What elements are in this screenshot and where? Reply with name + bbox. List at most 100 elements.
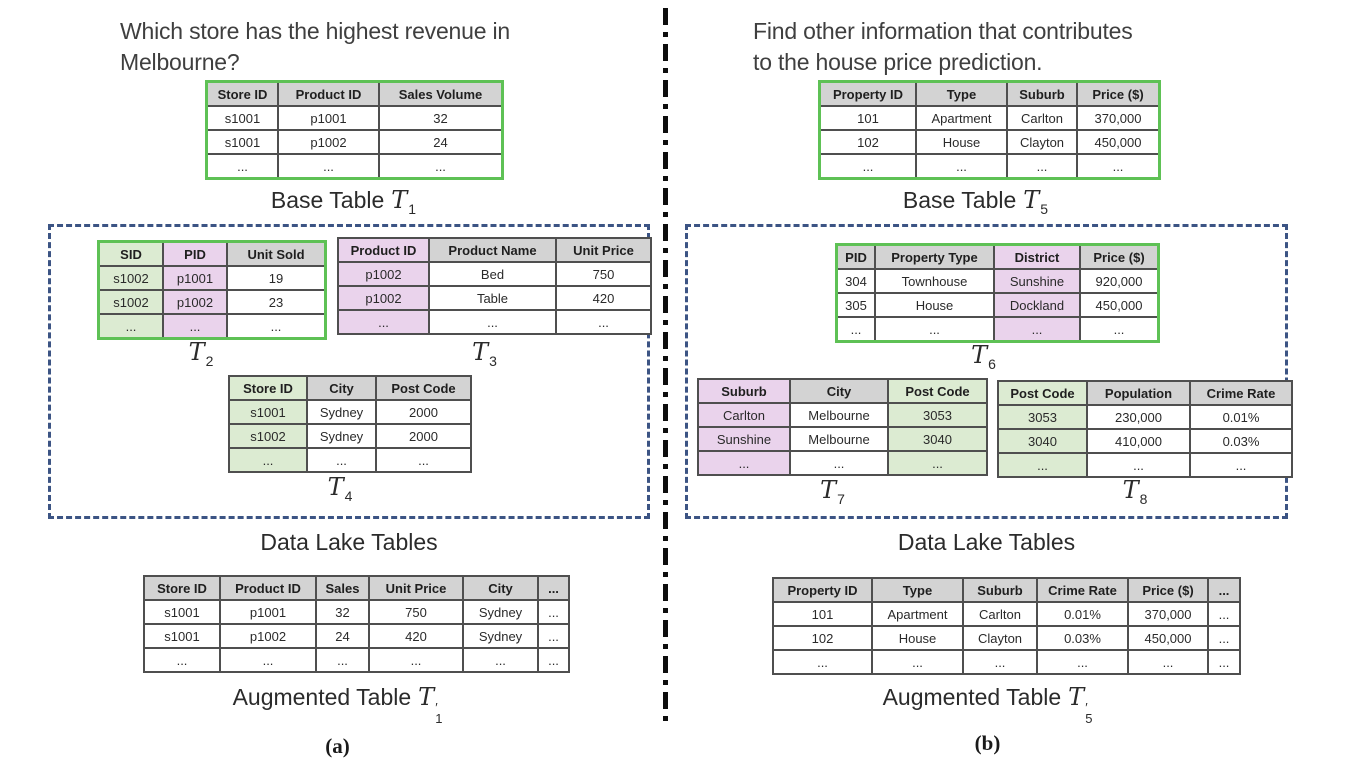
- column-header: Store ID: [205, 80, 279, 107]
- table-cell: ...: [789, 450, 889, 476]
- table-row: ............: [818, 153, 1161, 180]
- table-cell: House: [874, 292, 995, 318]
- table-cell: ...: [143, 647, 221, 673]
- data-lake-label-b: Data Lake Tables: [897, 529, 1076, 555]
- table-cell: Carlton: [697, 402, 791, 428]
- column-header: Suburb: [697, 378, 791, 404]
- math-symbol: T: [472, 338, 489, 366]
- table-cell: s1002: [228, 423, 308, 449]
- label-text: Base Table: [270, 187, 385, 213]
- table-cell: 0.01%: [1036, 601, 1129, 627]
- math-sub-sup: ′5: [1085, 701, 1093, 726]
- table-cell: 102: [772, 625, 873, 651]
- caption-a: (a): [325, 734, 350, 758]
- table-cell: 370,000: [1076, 105, 1161, 131]
- table-cell: ...: [697, 450, 791, 476]
- table-cell: 101: [772, 601, 873, 627]
- table-t4-label: T4: [228, 473, 452, 504]
- table-cell: 102: [818, 129, 917, 155]
- table-cell: ...: [1086, 452, 1191, 478]
- column-header: Price ($): [1127, 577, 1209, 603]
- column-header: District: [993, 243, 1081, 270]
- table-cell: ...: [1207, 625, 1241, 651]
- table-cell: s1001: [143, 623, 221, 649]
- table-cell: 920,000: [1079, 268, 1160, 294]
- panel-b-question: Find other information that contributes …: [753, 16, 1253, 78]
- table-cell: ...: [915, 153, 1008, 180]
- table-row: .........: [337, 309, 652, 335]
- table-cell: 24: [378, 129, 504, 155]
- math-subscript: 7: [837, 491, 845, 507]
- math-subscript: 5: [1085, 711, 1093, 726]
- question-line: Melbourne?: [120, 49, 240, 75]
- math-symbol: T: [1122, 476, 1139, 504]
- table-cell: 2000: [375, 399, 472, 425]
- math-subscript: 4: [344, 488, 353, 504]
- math-subscript: 1: [408, 201, 417, 217]
- table-cell: p1002: [337, 285, 430, 311]
- table-cell: p1001: [219, 599, 317, 625]
- column-header: SID: [97, 240, 164, 267]
- column-header: Price ($): [1076, 80, 1161, 107]
- column-header: ...: [1207, 577, 1241, 603]
- math-sub-sup: ′1: [435, 701, 442, 725]
- table-cell: ...: [818, 153, 917, 180]
- math-subscript: 5: [1040, 201, 1049, 217]
- table-cell: p1002: [277, 129, 380, 155]
- table-row: ............: [835, 316, 1160, 343]
- table-cell: ...: [1076, 153, 1161, 180]
- column-header: City: [306, 375, 377, 401]
- table-row: .........: [997, 452, 1293, 478]
- table-cell: 101: [818, 105, 917, 131]
- table-cell: p1001: [162, 265, 228, 291]
- table-cell: Apartment: [871, 601, 964, 627]
- math-symbol: T: [188, 338, 205, 366]
- math-subscript: 2: [205, 353, 214, 369]
- table-cell: ...: [375, 447, 472, 473]
- column-header: Store ID: [143, 575, 221, 601]
- table-cell: 450,000: [1079, 292, 1160, 318]
- table-cell: p1002: [162, 289, 228, 315]
- math-symbol: T: [327, 473, 344, 501]
- table-cell: ...: [871, 649, 964, 675]
- table-cell: Melbourne: [789, 426, 889, 452]
- table-cell: 450,000: [1127, 625, 1209, 651]
- math-symbol: T: [418, 683, 435, 711]
- data-lake-box-b: [685, 224, 1288, 519]
- math-subscript: 3: [489, 353, 497, 369]
- column-header: Crime Rate: [1036, 577, 1129, 603]
- table-cell: ...: [428, 309, 557, 335]
- table-cell: p1001: [277, 105, 380, 131]
- column-header: Unit Price: [555, 237, 652, 263]
- table-cell: Clayton: [1006, 129, 1078, 155]
- table-cell: s1002: [97, 265, 164, 291]
- table-cell: Clayton: [962, 625, 1038, 651]
- table-cell: Townhouse: [874, 268, 995, 294]
- table-cell: s1001: [143, 599, 221, 625]
- table-cell: 32: [378, 105, 504, 131]
- column-header: Population: [1086, 380, 1191, 406]
- table-cell: Carlton: [962, 601, 1038, 627]
- column-header: Type: [915, 80, 1008, 107]
- table-cell: ...: [874, 316, 995, 343]
- table-cell: 0.01%: [1189, 404, 1293, 430]
